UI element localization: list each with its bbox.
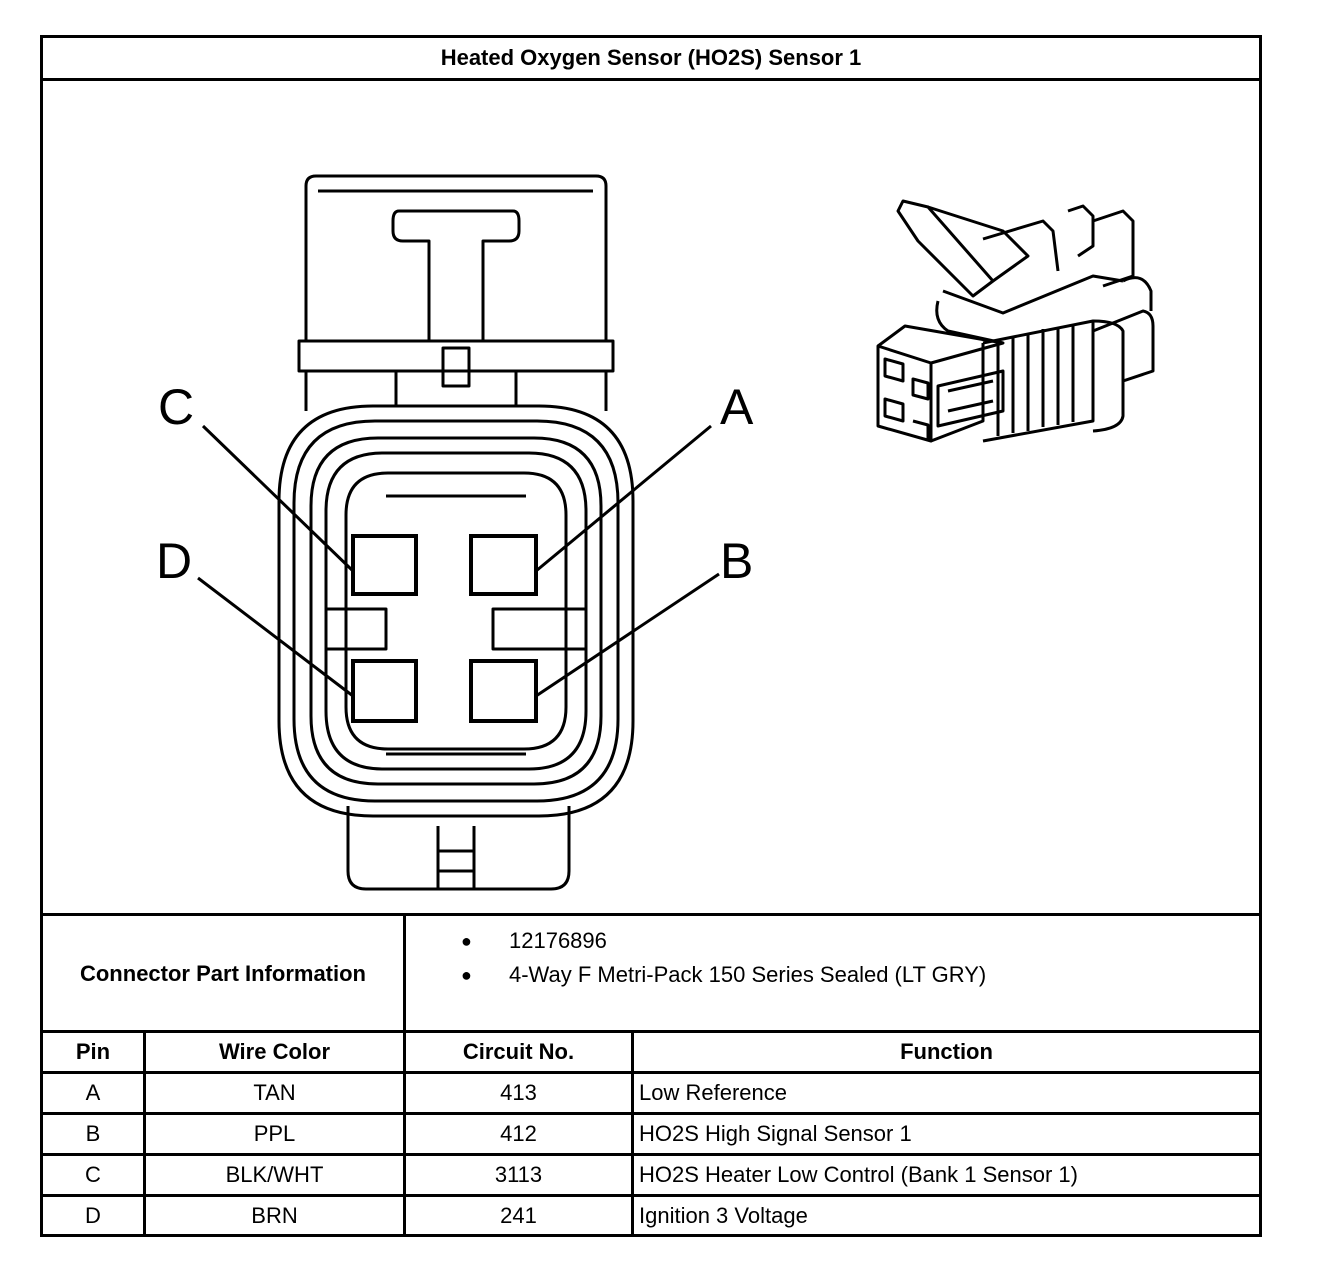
table-cell-function: Ignition 3 Voltage [639, 1203, 808, 1228]
table-cell-pin: A [85, 1080, 101, 1105]
table-cell-pin: D [85, 1203, 101, 1228]
connector-description: 4-Way F Metri-Pack 150 Series Sealed (LT… [509, 962, 987, 987]
pin-cavity-a [469, 534, 538, 596]
table-header-circuit: Circuit No. [462, 1039, 575, 1064]
table-column-rule [631, 1030, 634, 1237]
pin-label-b: B [720, 533, 753, 589]
table-cell-function: HO2S High Signal Sensor 1 [639, 1121, 912, 1146]
table-cell-circuit: 241 [500, 1203, 537, 1228]
table-header-function: Function [900, 1039, 993, 1064]
table-row-rule [43, 1112, 1259, 1115]
table-row-rule [43, 1153, 1259, 1156]
table-cell-circuit: 3113 [494, 1162, 543, 1187]
pin-cavity-b [469, 659, 538, 723]
table-cell-pin: B [85, 1121, 101, 1146]
table-header-wire-color: Wire Color [218, 1039, 331, 1064]
connector-info-label: Connector Part Information [79, 960, 366, 986]
pin-label-d: D [156, 533, 192, 589]
table-cell-circuit: 413 [500, 1080, 537, 1105]
table-cell-wire-color: BRN [251, 1203, 298, 1228]
connector-latch [297, 174, 615, 411]
list-item: ● 12176896 [453, 924, 986, 958]
table-cell-function: HO2S Heater Low Control (Bank 1 Sensor 1… [639, 1162, 1078, 1187]
card-title: Heated Oxygen Sensor (HO2S) Sensor 1 [43, 38, 1259, 81]
pin-cavity-d [351, 659, 418, 723]
table-cell-wire-color: TAN [253, 1080, 296, 1105]
table-cell-circuit: 412 [500, 1121, 537, 1146]
table-cell-function: Low Reference [639, 1080, 787, 1105]
bullet-icon: ● [461, 930, 472, 951]
connector-bottom-tab [346, 806, 571, 891]
leader-line-b [535, 572, 720, 698]
table-cell-pin: C [85, 1162, 101, 1187]
table-top-rule [43, 1030, 1259, 1033]
pin-label-a: A [720, 379, 754, 435]
cavity-divider [326, 607, 586, 651]
part-number: 12176896 [509, 928, 607, 953]
table-header-rule [43, 1071, 1259, 1074]
leader-line-a [535, 424, 712, 573]
table-header-pin: Pin [75, 1039, 111, 1064]
connector-info-list: ● 12176896 ● 4-Way F Metri-Pack 150 Seri… [453, 924, 986, 992]
connector-isometric-illustration [876, 199, 1155, 443]
info-top-rule [43, 913, 1259, 916]
table-cell-wire-color: PPL [253, 1121, 296, 1146]
table-column-rule [403, 1030, 406, 1237]
connector-card: Heated Oxygen Sensor (HO2S) Sensor 1 [40, 35, 1262, 1237]
pin-label-c: C [158, 379, 194, 435]
table-column-rule [143, 1030, 146, 1237]
list-item: ● 4-Way F Metri-Pack 150 Series Sealed (… [453, 958, 986, 992]
leader-line-c [201, 424, 355, 573]
table-cell-wire-color: BLK/WHT [225, 1162, 324, 1187]
connector-seal-rings [277, 404, 635, 818]
table-row-rule [43, 1194, 1259, 1197]
connector-diagram: C A D B [156, 174, 1155, 891]
bullet-icon: ● [461, 964, 472, 985]
info-divider [403, 915, 406, 1032]
leader-line-d [197, 576, 354, 698]
pin-cavity-c [351, 534, 418, 596]
